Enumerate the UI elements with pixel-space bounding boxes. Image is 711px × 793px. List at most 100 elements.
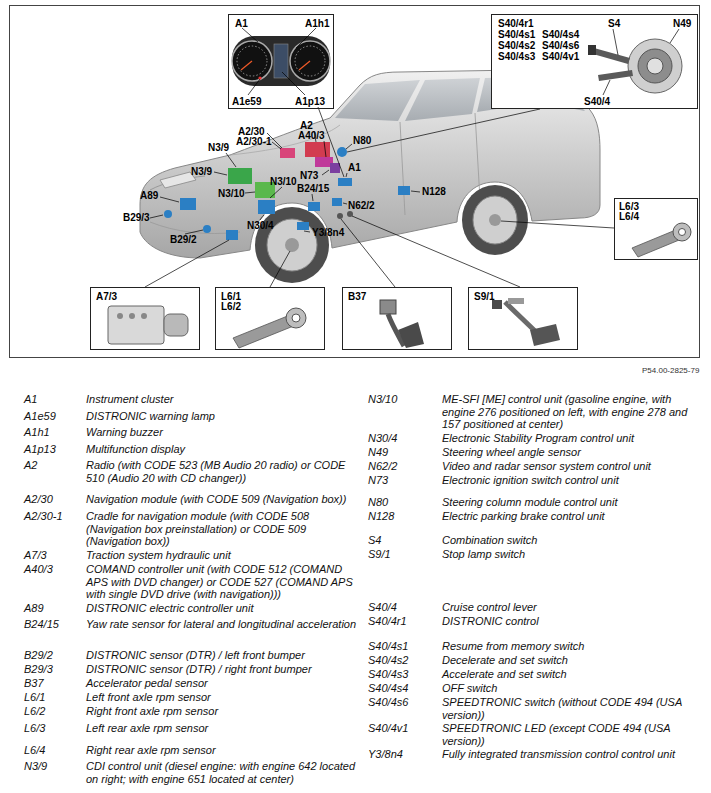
- legend-code: S4: [368, 534, 381, 547]
- instrument-cluster-picture: [248, 79, 260, 95]
- instrument-cluster-picture: [232, 28, 330, 95]
- steering-column-picture: [588, 45, 596, 55]
- part-label: S40/4r1: [498, 18, 534, 29]
- legend-description: Fully integrated transmission control co…: [442, 748, 704, 761]
- legend-description: DISTRONIC control: [442, 615, 704, 628]
- callout-label: Y3/8n4: [312, 228, 344, 238]
- vehicle-wheel: [473, 196, 517, 244]
- legend-description: Accelerator pedal sensor: [86, 677, 358, 690]
- vehicle-components: [164, 142, 410, 240]
- legend-code: A1p13: [24, 443, 56, 456]
- callout-label: N3/10: [270, 177, 297, 187]
- part-label: S40/4s2: [498, 40, 535, 51]
- hydraulic-unit-picture: [117, 313, 123, 319]
- legend-description: Warning buzzer: [86, 426, 358, 439]
- legend-description: CDI control unit (diesel engine: with en…: [86, 760, 358, 785]
- legend-code: N30/4: [368, 432, 397, 445]
- vehicle-components: [332, 198, 342, 206]
- legend-code: S40/4s2: [368, 654, 408, 667]
- part-label: S9/1: [474, 291, 495, 302]
- part-label: S40/4s1: [498, 29, 535, 40]
- part-label: S40/4s6: [542, 40, 579, 51]
- callout-label: A40/3: [298, 131, 325, 141]
- brake-pedal-picture: [492, 298, 560, 346]
- callout-label: N73: [300, 171, 318, 181]
- part-label: A7/3: [96, 291, 117, 302]
- leader-line: [343, 203, 347, 204]
- inset-ground: [228, 14, 334, 107]
- callout-label: B29/2: [170, 235, 197, 245]
- vehicle-components: [180, 198, 196, 210]
- steering-column-picture: [598, 70, 633, 81]
- leader-line: [160, 197, 179, 202]
- hydraulic-unit-picture: [164, 314, 188, 336]
- legend-code: S40/4s1: [368, 640, 408, 653]
- legend-code: A2/30-1: [24, 510, 63, 523]
- legend-code: A89: [24, 602, 44, 615]
- callout-label: N80: [353, 136, 371, 146]
- leader-line: [352, 216, 520, 287]
- leader-line: [324, 141, 326, 157]
- legend-description: Electric parking brake control unit: [442, 510, 704, 523]
- legend-description: Video and radar sensor system control un…: [442, 460, 704, 473]
- leader-line: [346, 144, 352, 149]
- inset-ground: [90, 287, 200, 350]
- vehicle-body: [475, 113, 480, 200]
- leader-line: [312, 194, 313, 201]
- inset-box: S9/1: [468, 287, 578, 350]
- inset-ground: [342, 287, 452, 350]
- leader-line: [185, 230, 203, 234]
- part-label: B37: [348, 291, 366, 302]
- legend-code: L6/1: [24, 691, 45, 704]
- steering-column-picture: [670, 29, 679, 43]
- callout-label: A89: [140, 191, 158, 201]
- vehicle-components: [258, 200, 275, 214]
- leader-line: [145, 107, 614, 287]
- part-label: S40/4s3: [498, 51, 535, 62]
- legend-code: A2/30: [24, 493, 53, 506]
- leader-line: [346, 173, 347, 177]
- vehicle-components: [330, 163, 340, 173]
- vehicle-components: [228, 168, 252, 184]
- vehicle-components: [337, 147, 347, 157]
- steering-column-picture: [588, 29, 682, 95]
- instrument-cluster-picture: [282, 72, 305, 95]
- vehicle-wheel: [285, 238, 299, 252]
- instrument-cluster-picture: [290, 41, 330, 81]
- leader-line: [411, 191, 420, 192]
- inset-box: A7/3: [90, 287, 200, 350]
- leader-line: [347, 109, 540, 152]
- inset-ground: [491, 14, 698, 109]
- callout-label: A1: [348, 163, 361, 173]
- vehicle-components: [338, 178, 352, 186]
- legend-description: ME-SFI [ME] control unit (gasoline engin…: [442, 393, 704, 431]
- vehicle-components: [308, 202, 320, 211]
- legend-description: Steering wheel angle sensor: [442, 446, 704, 459]
- rpm-sensor-picture: [233, 223, 691, 348]
- instrument-cluster-picture: [232, 41, 272, 81]
- leader-line: [272, 142, 281, 149]
- callout-label: N3/9: [208, 143, 229, 153]
- instrument-cluster-picture: [274, 44, 288, 78]
- instrument-cluster-picture: [296, 28, 316, 48]
- legend-code: A1: [24, 393, 37, 406]
- vehicle-components: [203, 225, 211, 233]
- legend-description: Cruise control lever: [442, 601, 704, 614]
- rpm-sensor-picture: [292, 314, 300, 322]
- legend-description: Multifunction display: [86, 443, 358, 456]
- legend-description: DISTRONIC warning lamp: [86, 410, 358, 423]
- part-label: A1p13: [295, 96, 325, 107]
- leader-line: [270, 187, 282, 198]
- inset-ground: [215, 287, 325, 350]
- callout-label: B24/15: [297, 184, 329, 194]
- vehicle-wheel: [462, 185, 528, 255]
- accelerator-pedal-picture: [380, 300, 396, 314]
- legend-description: Decelerate and set switch: [442, 654, 704, 667]
- steering-column-picture: [647, 58, 663, 74]
- legend-code: B29/2: [24, 649, 53, 662]
- hydraulic-unit-picture: [108, 306, 188, 344]
- legend-code: A7/3: [24, 549, 47, 562]
- part-label: S4: [608, 18, 620, 29]
- legend-description: Navigation module (with CODE 509 (Naviga…: [86, 493, 358, 506]
